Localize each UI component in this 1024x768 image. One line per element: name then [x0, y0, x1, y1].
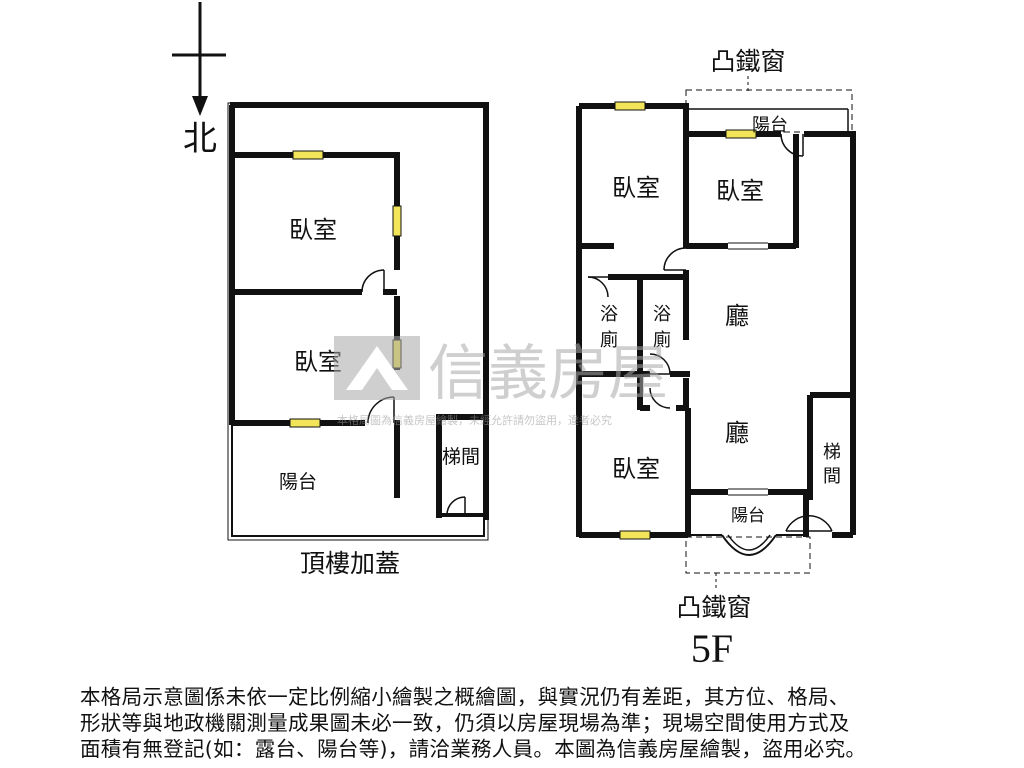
disclaimer-line: 面積有無登記(如：露台、陽台等)，請洽業務人員。本圖為信義房屋繪製，盜用必究。 — [80, 737, 867, 761]
window — [392, 205, 402, 237]
room-label-bath: 浴 — [600, 304, 618, 325]
room-label-stairwell: 梯 — [823, 442, 841, 463]
watermark-small-text: 本格局圖為信義房屋繪製，未經允許請勿盜用，違者必究 — [337, 413, 612, 427]
window — [614, 101, 646, 111]
room-label-balcony: 陽台 — [752, 115, 788, 136]
room-label-bedroom: 臥室 — [716, 177, 764, 205]
rooftop-plan — [227, 102, 489, 541]
floor-plan-drawing: 北 臥室 臥室 陽台 梯間 — [172, 2, 856, 671]
window — [725, 129, 757, 139]
room-label-balcony: 陽台 — [279, 471, 317, 493]
north-compass: 北 — [172, 2, 226, 159]
room-label-balcony: 陽台 — [731, 506, 765, 526]
arrow-down-icon — [192, 96, 208, 116]
window — [289, 418, 321, 428]
disclaimer-line: 本格局示意圖係未依一定比例縮小繪製之概繪圖，與實況仍有差距，其方位、格局、 — [80, 685, 850, 709]
fifth-floor-windows — [614, 101, 757, 540]
bay-window-top-label: 凸鐵窗 — [710, 47, 785, 76]
watermark-brand: 信義房屋 — [428, 339, 668, 409]
room-label-bath: 廁 — [600, 329, 618, 351]
room-label-bedroom: 臥室 — [612, 174, 660, 202]
room-label-living: 廳 — [725, 419, 749, 447]
room-label-bath: 廁 — [653, 329, 671, 351]
bay-window-bottom-label: 凸鐵窗 — [676, 593, 751, 622]
room-label-bath: 浴 — [653, 304, 671, 325]
floor-label: 5F — [691, 626, 733, 671]
fifth-floor-plan — [576, 103, 856, 556]
disclaimer-line: 形狀等與地政機關測量成果圖未必一致，仍須以房屋現場為準；現場空間使用方式及 — [80, 711, 850, 735]
north-label: 北 — [183, 119, 217, 159]
window — [619, 530, 651, 540]
watermark: 信義房屋 本格局圖為信義房屋繪製，未經允許請勿盜用，違者必究 — [334, 336, 668, 427]
window — [292, 150, 324, 160]
room-label-living: 廳 — [725, 302, 749, 330]
room-label-stairwell: 間 — [823, 466, 841, 487]
room-label-stairwell: 梯間 — [442, 446, 480, 468]
room-label-bedroom: 臥室 — [612, 455, 660, 483]
bay-window-bottom — [685, 536, 811, 574]
disclaimer: 本格局示意圖係未依一定比例縮小繪製之概繪圖，與實況仍有差距，其方位、格局、 形狀… — [80, 684, 960, 762]
room-label-bedroom: 臥室 — [289, 216, 337, 244]
rooftop-plan-title: 頂樓加蓋 — [300, 549, 400, 578]
